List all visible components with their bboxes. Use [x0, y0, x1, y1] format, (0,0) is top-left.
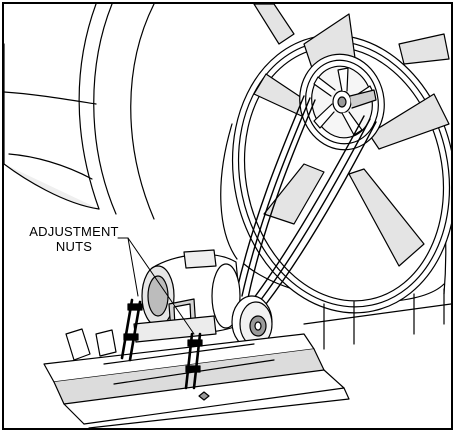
adjustment-nuts-label: ADJUSTMENT NUTS: [18, 224, 130, 254]
adjustment-nuts: [123, 303, 203, 373]
diagram-frame: ADJUSTMENT NUTS: [2, 2, 453, 430]
callout-leader: [117, 237, 195, 335]
motor-pulley: [231, 295, 273, 349]
callout-line-1: ADJUSTMENT: [29, 224, 119, 239]
fan-pulley: [299, 53, 385, 151]
motor-base: [43, 288, 451, 428]
fan-blades: [253, 4, 450, 267]
callout-line-2: NUTS: [55, 239, 93, 254]
fan-motor-belt-drawing: [4, 4, 451, 428]
v-belt: [235, 95, 377, 305]
